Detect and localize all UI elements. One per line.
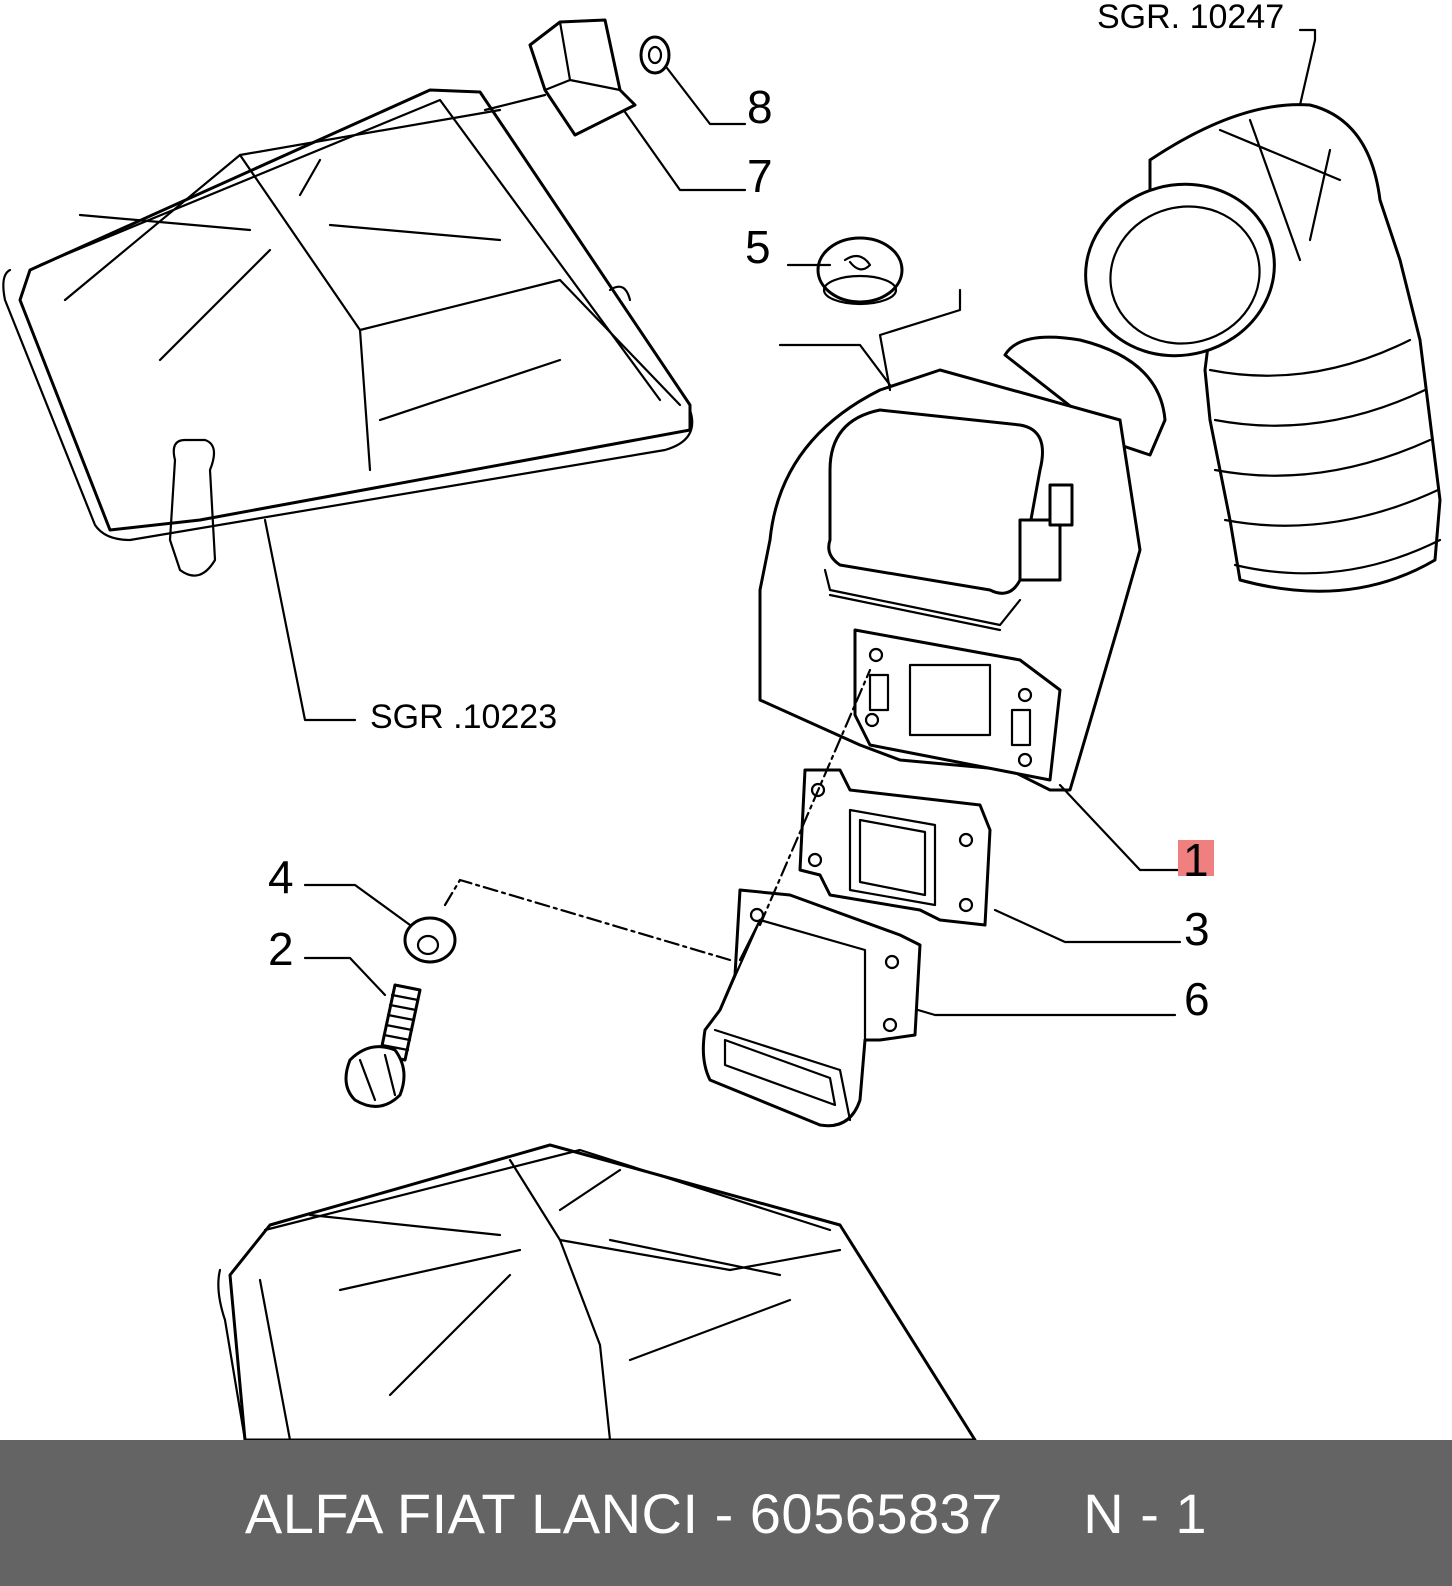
callout-2: 2 [268,923,294,975]
callout-5: 5 [745,221,771,273]
callout-1: 1 [1183,834,1209,886]
footer-part-number: ALFA FIAT LANCI - 60565837 N - 1 [244,1481,1208,1545]
callout-4: 4 [268,851,294,903]
grommet-part-5 [816,236,904,306]
washer-part-4 [403,916,457,964]
footer-bar: ALFA FIAT LANCI - 60565837 N - 1 [0,1440,1452,1586]
connector-part-7 [483,18,637,137]
leader-lines [263,66,1187,1017]
air-flow-meter-part-1 [758,288,1167,792]
air-filter-cover-top [2,88,694,577]
callout-3: 3 [1184,903,1210,955]
callout-8: 8 [747,81,773,133]
gasket-part-3 [798,768,992,927]
air-filter-housing-bottom [217,1143,977,1440]
alignment-line-2 [758,668,872,927]
bellows-hose [1084,28,1442,593]
reference-sgr-10223: SGR .10223 [370,698,557,736]
callout-1-highlight [1178,840,1214,876]
callout-7: 7 [747,150,773,202]
parts-diagram: 8 7 5 1 3 6 4 2 SGR. 10247 SGR .10223 [2,0,1442,1440]
callout-6: 6 [1184,973,1210,1025]
alignment-line [443,878,732,962]
nut-part-8 [639,35,671,75]
bolt-part-2 [344,983,422,1108]
adapter-part-6 [701,888,922,1128]
reference-sgr-10247: SGR. 10247 [1097,0,1284,36]
